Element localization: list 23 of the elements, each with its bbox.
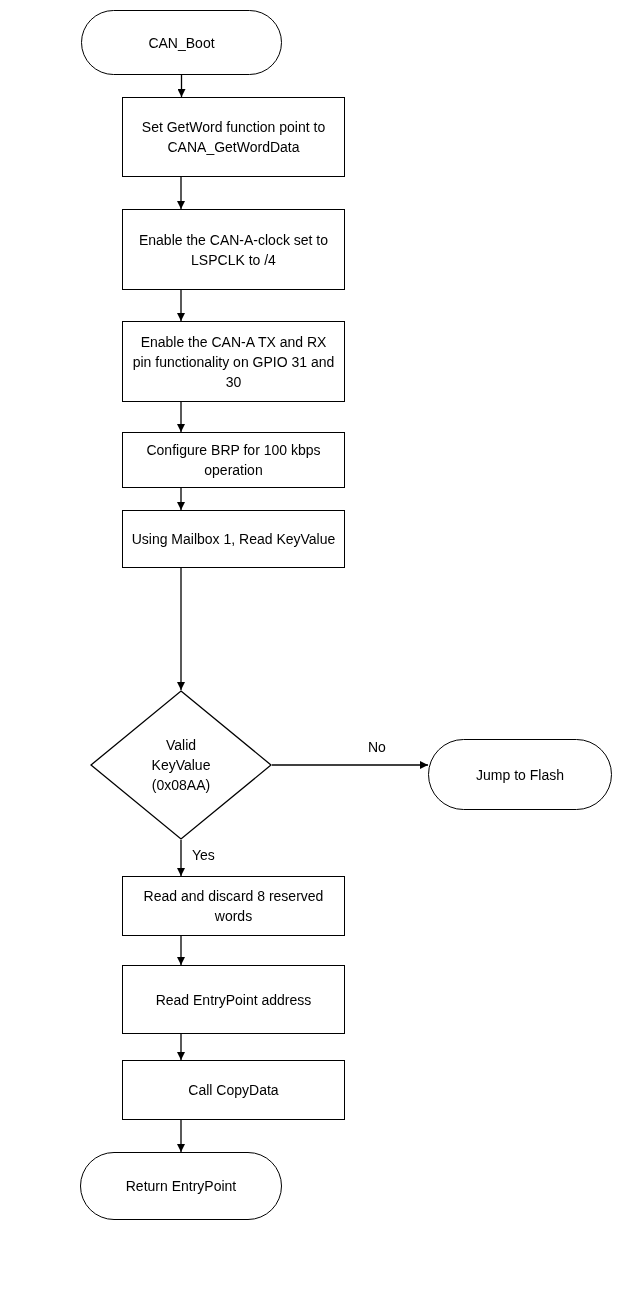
terminator: Jump to Flash (428, 739, 612, 810)
process-box: Enable the CAN-A-clock set to LSPCLK to /4 (122, 209, 345, 290)
arrow (177, 567, 185, 691)
arrow (177, 401, 185, 433)
process-box: Call CopyData (122, 1060, 345, 1120)
arrow (177, 839, 185, 877)
arrow (177, 289, 185, 322)
process-box: Read EntryPoint address (122, 965, 345, 1034)
process-box: Set GetWord function point to CANA_GetWordData (122, 97, 345, 177)
process-box: Enable the CAN-A TX and RX pin functionality on GPIO 31 and 30 (122, 321, 345, 402)
arrow (177, 487, 185, 511)
arrow (177, 74, 186, 98)
arrow (177, 1119, 185, 1153)
arrow (271, 761, 429, 769)
arrow (177, 935, 185, 966)
process-box: Read and discard 8 reserved words (122, 876, 345, 936)
decision-text: Valid KeyValue (0x08AA) (150, 736, 212, 795)
process-box: Configure BRP for 100 kbps operation (122, 432, 345, 488)
arrow (177, 176, 185, 210)
process-box: Using Mailbox 1, Read KeyValue (122, 510, 345, 568)
arrow (177, 1033, 185, 1061)
terminator: CAN_Boot (81, 10, 282, 75)
terminator: Return EntryPoint (80, 1152, 282, 1220)
